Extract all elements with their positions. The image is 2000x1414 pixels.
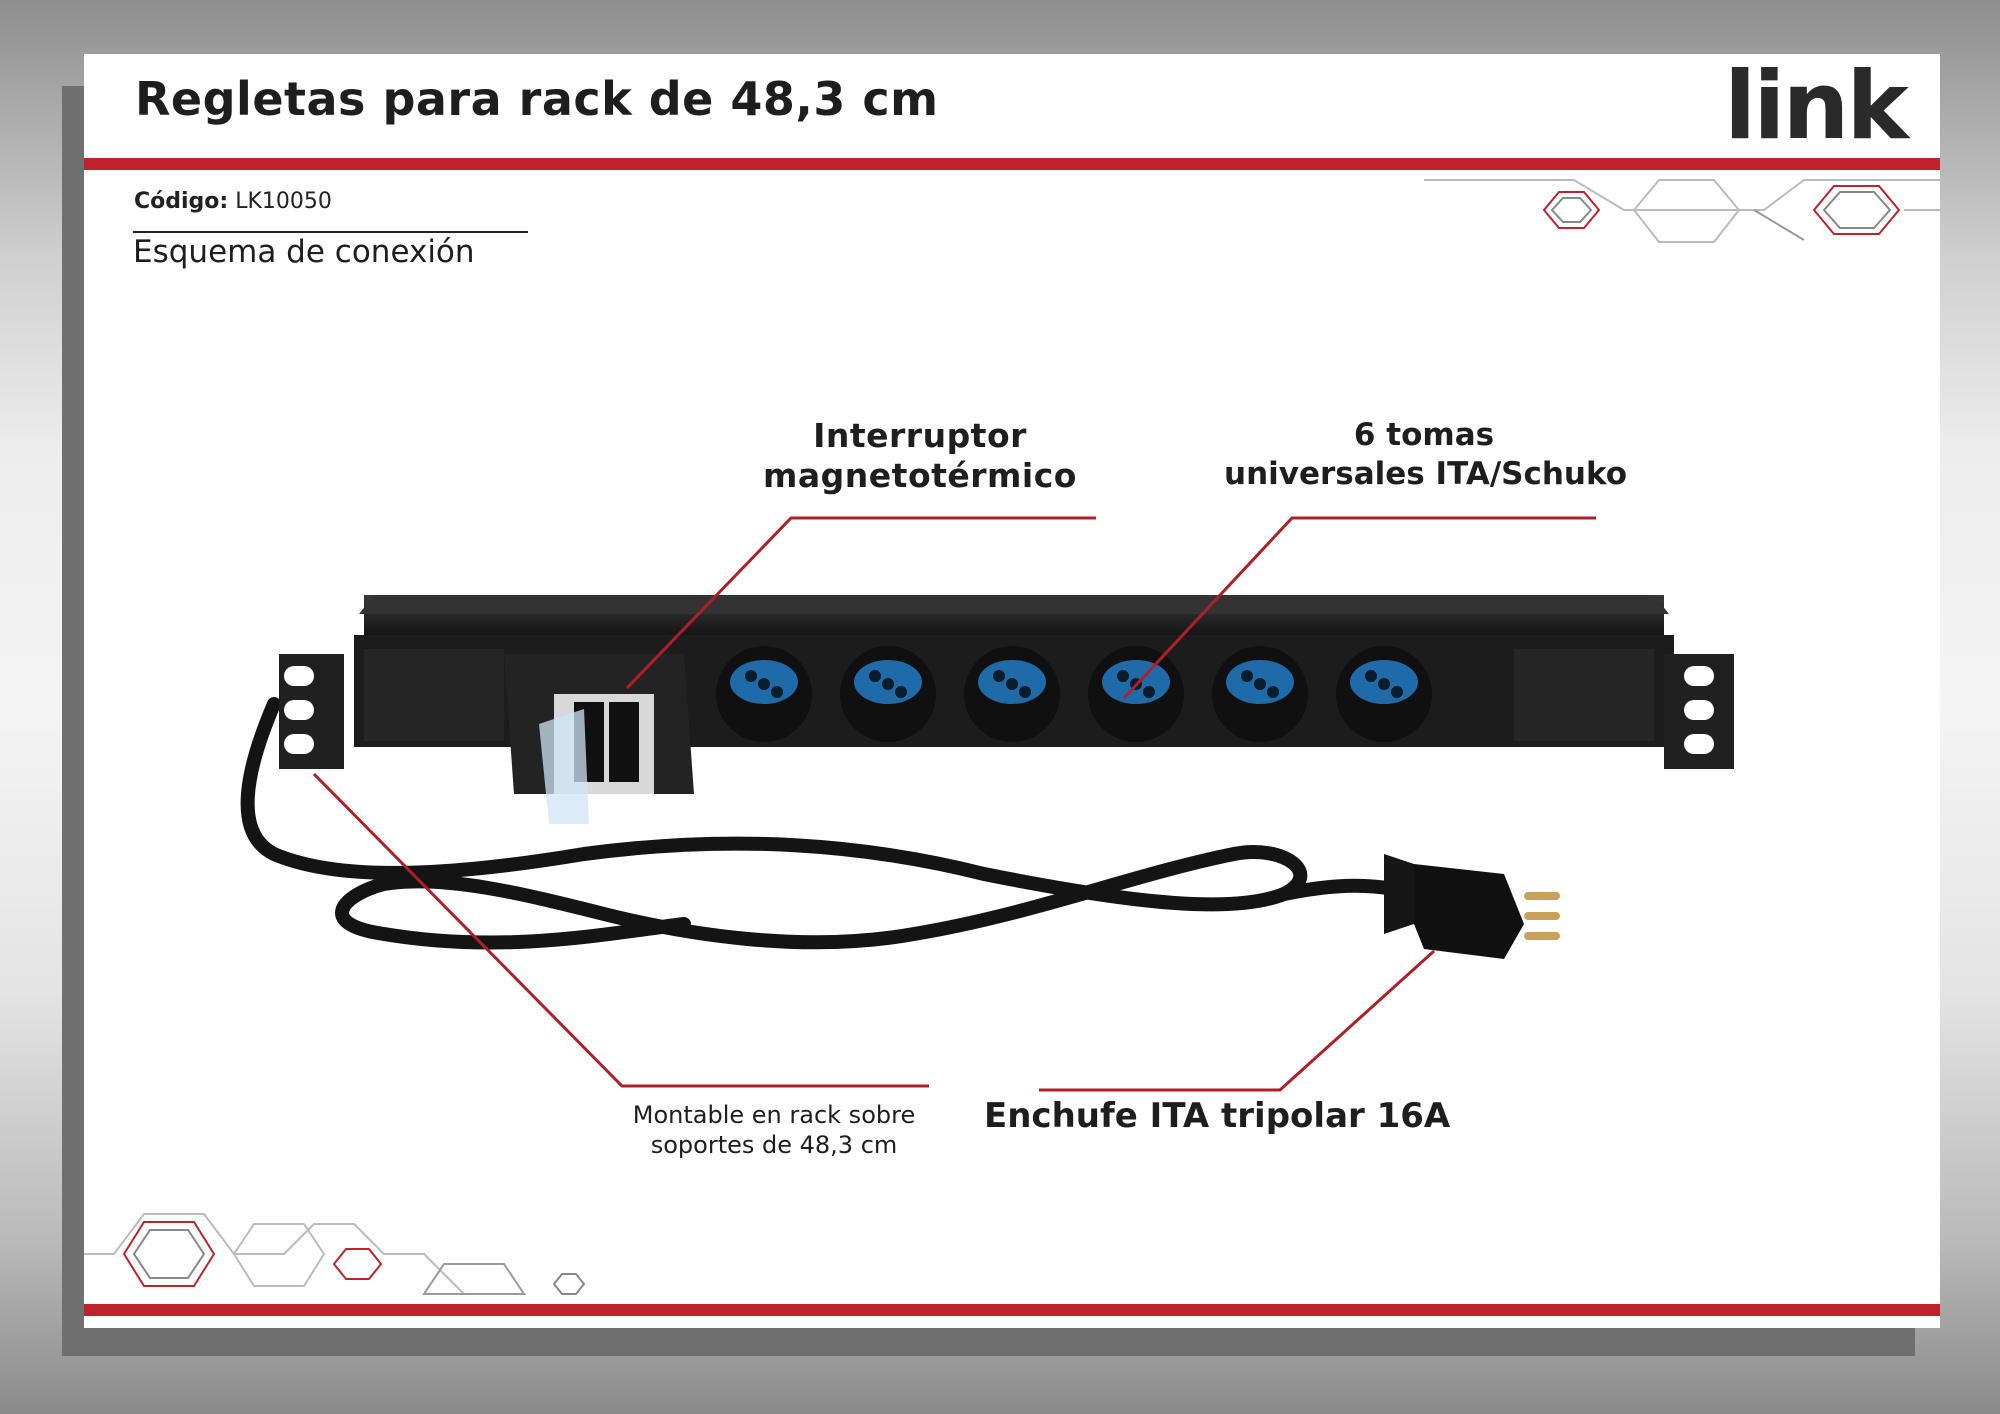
- callout-breaker: Interruptor magnetotérmico: [755, 416, 1085, 496]
- callout-sockets-line2: universales ITA/Schuko: [1224, 456, 1628, 492]
- page-title: Regletas para rack de 48,3 cm: [135, 72, 939, 126]
- callout-sockets: 6 tomas universales ITA/Schuko: [1224, 416, 1628, 494]
- document-card: Regletas para rack de 48,3 cm link Códig…: [84, 54, 1940, 1328]
- brand-logo: link: [1724, 54, 1909, 161]
- hexagon-decoration-top: [1424, 179, 1940, 243]
- subtitle-underline: [133, 231, 528, 233]
- socket: [1336, 646, 1432, 742]
- callout-plug: Enchufe ITA tripolar 16A: [984, 1096, 1451, 1136]
- callout-mount-line1: Montable en rack sobre: [632, 1101, 916, 1129]
- callout-rack-mount: Montable en rack sobre soportes de 48,3 …: [609, 1100, 939, 1160]
- socket: [716, 646, 812, 742]
- product-code: Código: LK10050: [134, 189, 332, 214]
- socket: [1088, 646, 1184, 742]
- hexagon-decoration-bottom: [84, 1213, 586, 1295]
- callout-sockets-line1: 6 tomas: [1353, 417, 1495, 453]
- socket: [964, 646, 1060, 742]
- ita-plug: [1384, 854, 1560, 959]
- callout-leader-lines: [312, 516, 1596, 1092]
- socket: [1212, 646, 1308, 742]
- top-red-rule: [84, 158, 1940, 170]
- section-subtitle: Esquema de conexión: [133, 234, 475, 270]
- callout-breaker-line2: magnetotérmico: [763, 456, 1077, 495]
- callout-breaker-line1: Interruptor: [813, 416, 1027, 455]
- sockets: [716, 646, 1432, 742]
- code-label: Código:: [134, 189, 229, 214]
- circuit-breaker: [504, 654, 694, 824]
- bottom-red-rule: [84, 1304, 1940, 1316]
- code-value: LK10050: [235, 189, 332, 214]
- power-strip-illustration: [240, 516, 1734, 1092]
- socket: [840, 646, 936, 742]
- callout-mount-line2: soportes de 48,3 cm: [650, 1131, 898, 1159]
